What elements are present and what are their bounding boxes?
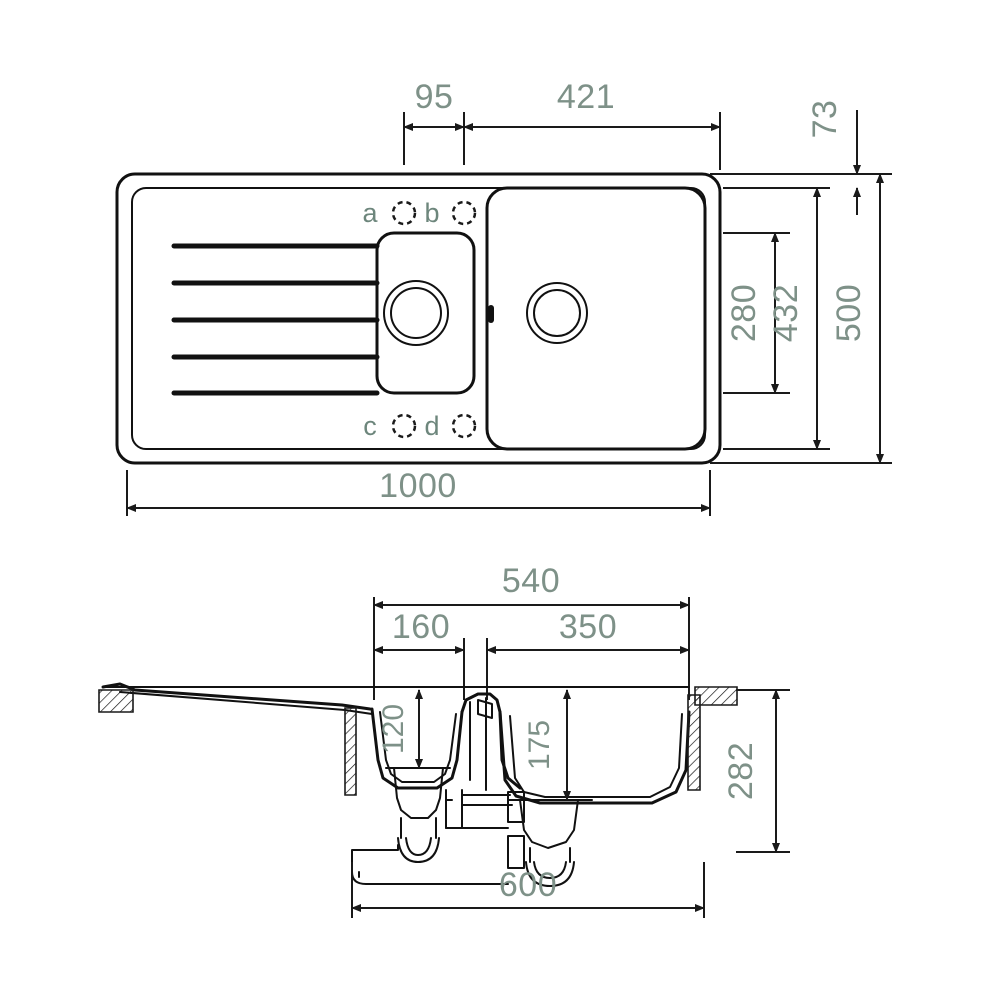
dim-432: 432	[767, 284, 805, 342]
plan-bottom-dimension: 1000	[126, 467, 711, 516]
mounting-clip-right	[687, 686, 738, 791]
dim-120: 120	[377, 704, 410, 754]
dim-282-group: 282	[722, 689, 790, 853]
dim-175: 175	[523, 720, 556, 770]
tap-hole-label-d: d	[424, 411, 439, 441]
dim-280: 280	[725, 284, 763, 342]
section-view-group: 540 160 350	[98, 562, 790, 918]
tap-hole-label-c: c	[363, 411, 377, 441]
tap-hole-a-icon	[391, 200, 417, 226]
section-sink-profile	[98, 682, 738, 887]
dim-73: 73	[806, 100, 844, 139]
dim-160: 160	[392, 608, 450, 646]
tap-hole-markers-bottom: c d	[363, 411, 477, 441]
drainer-grooves	[171, 243, 380, 396]
worktop-hatch-left	[98, 689, 134, 713]
large-bowl-waste	[445, 789, 593, 887]
dim-282: 282	[722, 742, 760, 800]
small-bowl-drain-inner	[390, 287, 442, 339]
tap-hole-markers-top: a b	[362, 198, 477, 228]
plan-right-dimensions: 73 280 432 500	[710, 100, 892, 464]
tap-hole-label-a: a	[362, 198, 378, 228]
overflow-slot	[488, 305, 494, 323]
tap-hole-b-icon	[451, 200, 477, 226]
large-bowl-drain-inner	[533, 289, 581, 337]
small-bowl	[375, 231, 476, 395]
dim-600-group: 600	[351, 862, 705, 918]
tap-hole-d-icon	[451, 413, 477, 439]
large-bowl-drain-outer	[526, 282, 588, 344]
tap-hole-label-b: b	[424, 198, 439, 228]
dim-175-group: 175	[523, 689, 571, 801]
dim-540: 540	[502, 562, 560, 600]
dim-500: 500	[830, 284, 868, 342]
dim-1000: 1000	[379, 467, 457, 505]
section-top-dimensions: 540 160 350	[373, 562, 690, 700]
small-bowl-drain-outer	[383, 280, 449, 346]
dim-350: 350	[559, 608, 617, 646]
large-bowl	[485, 186, 707, 451]
dim-421: 421	[557, 78, 615, 116]
tap-hole-c-icon	[391, 413, 417, 439]
mounting-clip-left	[344, 707, 357, 796]
sink-outer-rim	[115, 172, 722, 465]
dim-120-group: 120	[377, 689, 423, 769]
plan-view-group: a b c d 95 421	[115, 78, 892, 516]
dim-600: 600	[499, 866, 557, 904]
small-bowl-waste	[351, 767, 509, 885]
dim-95: 95	[415, 78, 454, 116]
plan-top-dimensions: 95 421	[403, 78, 721, 170]
